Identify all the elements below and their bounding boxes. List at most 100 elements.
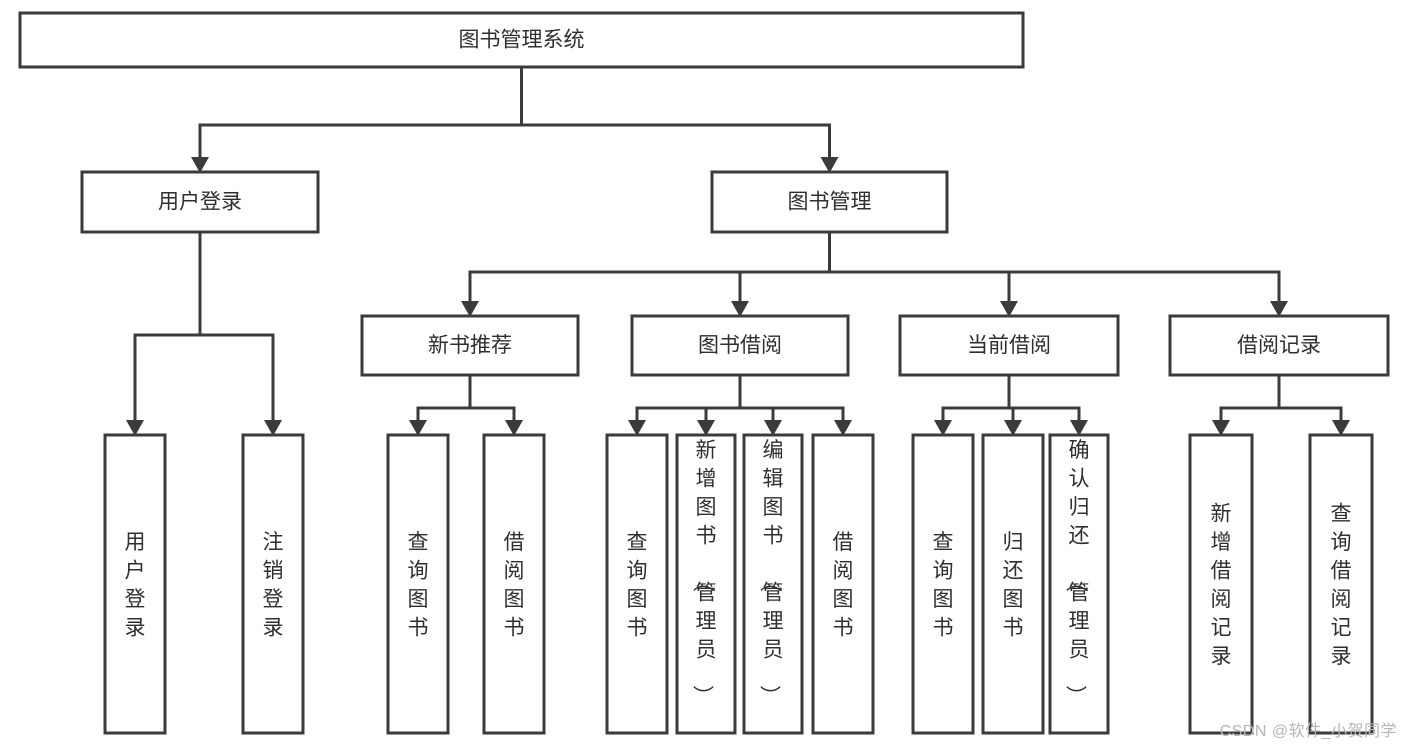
node-rect — [981, 433, 1045, 735]
node-label: 查询图书 — [933, 531, 954, 640]
connector-new-book-recommend-to-leaf-recommend-borrow — [468, 375, 523, 436]
connector-new-book-recommend-to-leaf-recommend-query — [409, 375, 472, 436]
node-rect — [241, 433, 305, 735]
node-label: 借阅记录 — [1237, 334, 1321, 357]
arrow-head-icon — [1000, 301, 1018, 317]
node-leaf-leaf-current-query[interactable]: 查询图书 — [911, 433, 975, 735]
node-level3-book-borrow[interactable]: 图书借阅 — [630, 314, 850, 377]
node-rect — [1048, 433, 1110, 735]
connector-book-manage-to-current-borrow — [828, 232, 1018, 317]
node-level3-current-borrow[interactable]: 当前借阅 — [898, 314, 1120, 377]
node-rect — [1168, 314, 1390, 377]
node-label: 归还图书 — [1003, 531, 1024, 640]
arrow-head-icon — [126, 420, 144, 436]
arrow-head-icon — [628, 420, 646, 436]
arrow-head-icon — [409, 420, 427, 436]
node-rect — [911, 433, 975, 735]
node-rect — [360, 314, 580, 377]
node-rect — [1188, 433, 1254, 735]
connector-layer — [126, 67, 1350, 436]
node-rect — [18, 11, 1025, 69]
arrow-head-icon — [191, 157, 209, 173]
arrow-head-icon — [1332, 420, 1350, 436]
connector-book-manage-to-new-book-recommend — [461, 232, 831, 317]
node-leaf-leaf-user-login[interactable]: 用户登录 — [103, 433, 167, 735]
connector-user-login-to-leaf-logout — [198, 232, 282, 436]
connector-book-borrow-to-leaf-borrow-query — [628, 375, 742, 436]
connector-root-to-user-login — [191, 67, 523, 173]
arrow-head-icon — [697, 420, 715, 436]
node-rect — [710, 170, 949, 234]
node-rect — [386, 433, 450, 735]
node-rect — [482, 433, 546, 735]
node-leaf-leaf-recommend-borrow[interactable]: 借阅图书 — [482, 433, 546, 735]
connector-book-borrow-to-leaf-add-book — [697, 375, 742, 436]
node-rect — [1308, 433, 1374, 735]
node-layer: 图书管理系统用户登录图书管理新书推荐图书借阅当前借阅借阅记录用户登录注销登录查询… — [18, 11, 1390, 735]
node-label: 注销登录 — [263, 531, 284, 640]
arrow-head-icon — [461, 301, 479, 317]
arrow-head-icon — [731, 301, 749, 317]
node-label: 图书管理系统 — [459, 29, 585, 52]
connector-book-borrow-to-leaf-borrow-book — [738, 375, 852, 436]
node-leaf-leaf-query-record[interactable]: 查询借阅记录 — [1308, 433, 1374, 735]
node-rect — [103, 433, 167, 735]
node-leaf-leaf-borrow-query[interactable]: 查询图书 — [605, 433, 669, 735]
arrow-head-icon — [505, 420, 523, 436]
arrow-head-icon — [764, 420, 782, 436]
connector-book-manage-to-book-borrow — [731, 232, 831, 317]
node-rect — [898, 314, 1120, 377]
node-leaf-leaf-add-record[interactable]: 新增借阅记录 — [1188, 433, 1254, 735]
node-label: 当前借阅 — [967, 334, 1051, 357]
node-label: 确认归还（管理员） — [1064, 439, 1090, 706]
node-leaf-leaf-add-book[interactable]: 新增图书（管理员） — [675, 433, 737, 735]
node-label: 图书管理 — [788, 191, 872, 214]
node-label: 借阅图书 — [833, 531, 854, 640]
node-leaf-leaf-return-book[interactable]: 归还图书 — [981, 433, 1045, 735]
connector-current-borrow-to-leaf-current-query — [934, 375, 1011, 436]
node-leaf-leaf-recommend-query[interactable]: 查询图书 — [386, 433, 450, 735]
node-label: 新增图书（管理员） — [691, 439, 717, 706]
node-label: 查询图书 — [408, 531, 429, 640]
node-label: 借阅图书 — [504, 531, 525, 640]
node-root-图书管理系统[interactable]: 图书管理系统 — [18, 11, 1025, 69]
watermark-text: CSDN @软件_小贺同学 — [1219, 723, 1397, 740]
connector-user-login-to-leaf-user-login — [126, 232, 202, 436]
node-label: 编辑图书（管理员） — [758, 439, 784, 706]
node-level3-borrow-record[interactable]: 借阅记录 — [1168, 314, 1390, 377]
node-label: 用户登录 — [125, 531, 146, 640]
arrow-head-icon — [934, 420, 952, 436]
connector-root-to-book-manage — [520, 67, 839, 173]
connector-borrow-record-to-leaf-add-record — [1212, 375, 1281, 436]
node-leaf-leaf-confirm-return[interactable]: 确认归还（管理员） — [1048, 433, 1110, 735]
node-level2-user-login[interactable]: 用户登录 — [80, 170, 320, 234]
node-rect — [80, 170, 320, 234]
arrow-head-icon — [820, 157, 839, 173]
node-leaf-leaf-borrow-book[interactable]: 借阅图书 — [811, 433, 875, 735]
node-label: 图书借阅 — [698, 334, 782, 357]
node-rect — [630, 314, 850, 377]
node-label: 新书推荐 — [428, 334, 512, 357]
arrow-head-icon — [834, 420, 852, 436]
node-leaf-leaf-edit-book[interactable]: 编辑图书（管理员） — [742, 433, 804, 735]
node-rect — [742, 433, 804, 735]
node-rect — [675, 433, 737, 735]
arrow-head-icon — [1212, 420, 1230, 436]
node-label: 查询借阅记录 — [1331, 503, 1352, 669]
node-label: 新增借阅记录 — [1211, 503, 1232, 669]
node-leaf-leaf-logout[interactable]: 注销登录 — [241, 433, 305, 735]
node-level3-new-book-recommend[interactable]: 新书推荐 — [360, 314, 580, 377]
connector-borrow-record-to-leaf-query-record — [1277, 375, 1350, 436]
node-label: 查询图书 — [627, 531, 648, 640]
connector-current-borrow-to-leaf-confirm-return — [1007, 375, 1088, 436]
arrow-head-icon — [264, 420, 282, 436]
node-level2-book-manage[interactable]: 图书管理 — [710, 170, 949, 234]
connector-current-borrow-to-leaf-return-book — [1004, 375, 1022, 436]
connector-book-manage-to-borrow-record — [828, 232, 1288, 317]
connector-book-borrow-to-leaf-edit-book — [738, 375, 782, 436]
node-label: 用户登录 — [158, 191, 242, 214]
arrow-head-icon — [1270, 301, 1288, 317]
node-rect — [605, 433, 669, 735]
